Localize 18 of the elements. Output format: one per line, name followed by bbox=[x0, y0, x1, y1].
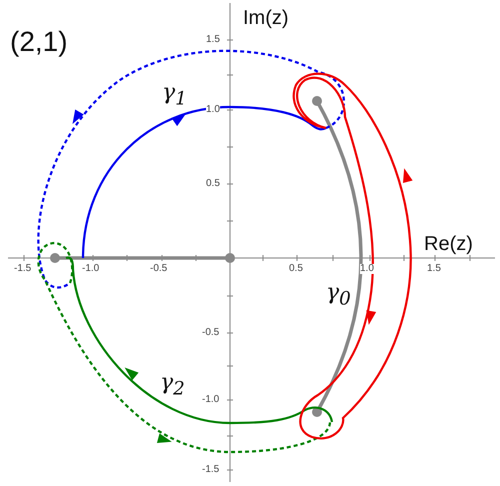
tick-label: 1.5 bbox=[427, 264, 441, 274]
tick-label: 1.5 bbox=[206, 35, 220, 45]
tick-label: -1.5 bbox=[14, 264, 32, 274]
tick-label: 1.0 bbox=[206, 105, 220, 115]
tick-label: -1.0 bbox=[82, 264, 100, 274]
axis-label: Im(z) bbox=[243, 8, 289, 28]
tick-label: -0.5 bbox=[202, 328, 220, 338]
tick-label: 0.5 bbox=[206, 179, 220, 189]
plot-title: (2,1) bbox=[10, 28, 68, 56]
tick-label: -1.0 bbox=[202, 395, 220, 405]
tick-label: 1.0 bbox=[360, 264, 374, 274]
curve-label: γ$_{2}$ bbox=[160, 372, 185, 399]
axis-label: Re(z) bbox=[424, 234, 473, 254]
curve-label: γ$_{1}$ bbox=[162, 82, 187, 109]
tick-label: 0.5 bbox=[289, 264, 303, 274]
tick-label: -0.5 bbox=[150, 264, 168, 274]
tick-label: -1.5 bbox=[202, 465, 220, 475]
curve-label: γ$_{0}$ bbox=[326, 282, 351, 309]
